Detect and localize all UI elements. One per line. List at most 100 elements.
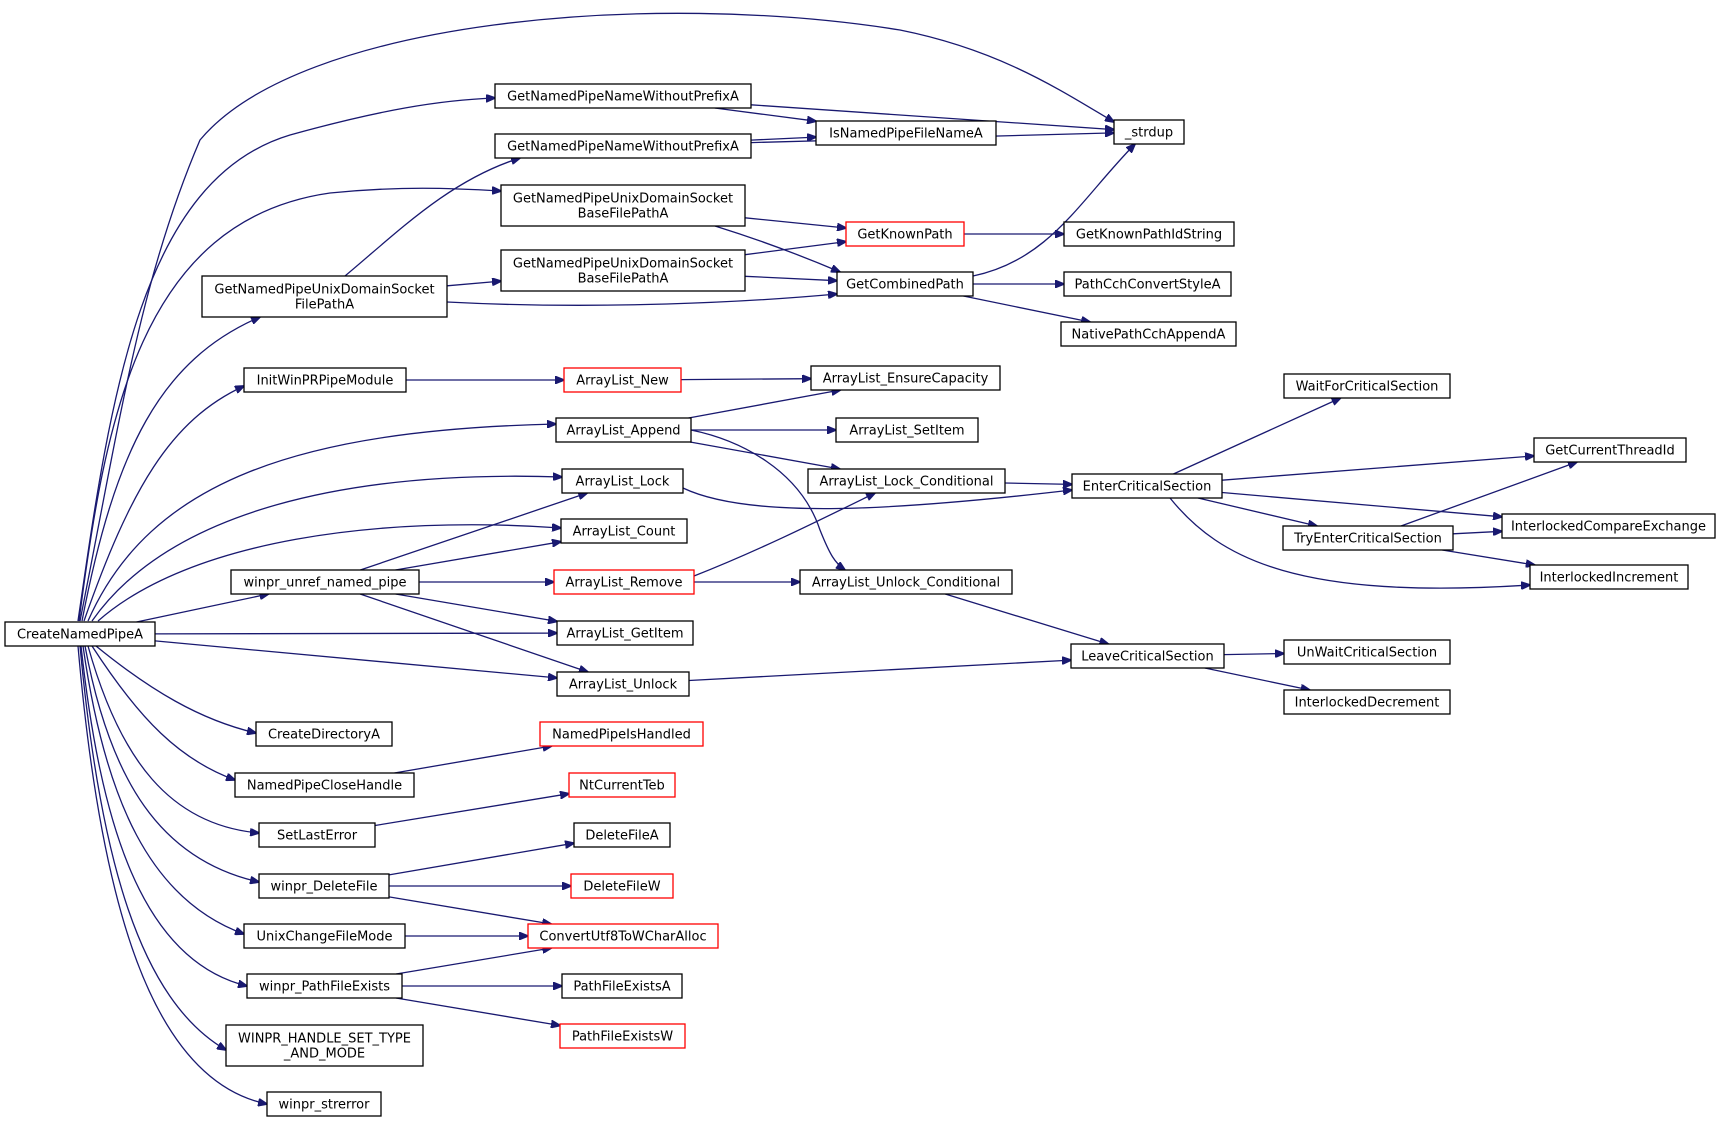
- node-box[interactable]: [556, 620, 694, 646]
- node-alset[interactable]: ArrayList_SetItem: [835, 417, 979, 443]
- node-pccs[interactable]: PathCchConvertStyleA: [1063, 271, 1232, 297]
- node-iinc[interactable]: InterlockedIncrement: [1529, 564, 1689, 590]
- node-enter[interactable]: EnterCriticalSection: [1071, 473, 1223, 499]
- node-alunlock[interactable]: ArrayList_Unlock: [556, 671, 690, 697]
- node-ntct[interactable]: NtCurrentTeb: [568, 772, 676, 798]
- node-allock[interactable]: ArrayList_Lock: [561, 468, 684, 494]
- node-box[interactable]: [1063, 271, 1232, 297]
- node-alapp[interactable]: ArrayList_Append: [555, 417, 692, 443]
- node-algetitem[interactable]: ArrayList_GetItem: [556, 620, 694, 646]
- node-box[interactable]: [799, 569, 1013, 595]
- node-box[interactable]: [255, 721, 393, 747]
- node-gnpnwp1[interactable]: GetNamedPipeNameWithoutPrefixA: [494, 83, 752, 109]
- node-createdir[interactable]: CreateDirectoryA: [255, 721, 393, 747]
- node-leave[interactable]: LeaveCriticalSection: [1070, 643, 1225, 669]
- node-box[interactable]: [243, 367, 407, 393]
- node-box[interactable]: [201, 275, 448, 318]
- node-box[interactable]: [1063, 221, 1235, 247]
- node-box[interactable]: [1282, 525, 1454, 551]
- node-alens[interactable]: ArrayList_EnsureCapacity: [810, 365, 1001, 391]
- node-alunlockc[interactable]: ArrayList_Unlock_Conditional: [799, 569, 1013, 595]
- node-unref[interactable]: winpr_unref_named_pipe: [230, 569, 420, 595]
- node-alremove[interactable]: ArrayList_Remove: [553, 569, 695, 595]
- node-box[interactable]: [1060, 321, 1237, 347]
- node-box[interactable]: [561, 973, 683, 999]
- node-whst[interactable]: WINPR_HANDLE_SET_TYPE_AND_MODE: [225, 1024, 424, 1067]
- node-pfew[interactable]: PathFileExistsW: [559, 1023, 686, 1049]
- node-box[interactable]: [4, 621, 156, 647]
- node-create[interactable]: CreateNamedPipeA: [4, 621, 156, 647]
- node-box[interactable]: [553, 569, 695, 595]
- node-gnpudsb1[interactable]: GetNamedPipeUnixDomainSocketBaseFilePath…: [500, 184, 746, 227]
- node-box[interactable]: [1070, 643, 1225, 669]
- node-box[interactable]: [1283, 639, 1451, 665]
- node-wdelfile[interactable]: winpr_DeleteFile: [258, 873, 390, 899]
- node-box[interactable]: [835, 417, 979, 443]
- node-box[interactable]: [234, 772, 415, 798]
- node-box[interactable]: [815, 120, 997, 146]
- node-gkpid[interactable]: GetKnownPathIdString: [1063, 221, 1235, 247]
- node-pfea[interactable]: PathFileExistsA: [561, 973, 683, 999]
- node-gkp[interactable]: GetKnownPath: [845, 221, 965, 247]
- node-wpfe[interactable]: winpr_PathFileExists: [246, 973, 403, 999]
- node-box[interactable]: [1071, 473, 1223, 499]
- node-npca[interactable]: NativePathCchAppendA: [1060, 321, 1237, 347]
- node-box[interactable]: [243, 923, 406, 949]
- node-box[interactable]: [1113, 119, 1185, 145]
- node-box[interactable]: [561, 468, 684, 494]
- node-waitcs[interactable]: WaitForCriticalSection: [1283, 373, 1451, 399]
- node-isnp[interactable]: IsNamedPipeFileNameA: [815, 120, 997, 146]
- node-delfilew[interactable]: DeleteFileW: [570, 873, 674, 899]
- node-box[interactable]: [568, 772, 676, 798]
- node-box[interactable]: [494, 83, 752, 109]
- node-box[interactable]: [563, 367, 682, 393]
- node-ice[interactable]: InterlockedCompareExchange: [1501, 513, 1716, 539]
- node-box[interactable]: [845, 221, 965, 247]
- node-box[interactable]: [559, 1023, 686, 1049]
- node-box[interactable]: [266, 1091, 382, 1117]
- node-strdup[interactable]: _strdup: [1113, 119, 1185, 145]
- node-box[interactable]: [1283, 373, 1451, 399]
- node-box[interactable]: [555, 417, 692, 443]
- node-tryenter[interactable]: TryEnterCriticalSection: [1282, 525, 1454, 551]
- node-box[interactable]: [570, 873, 674, 899]
- node-gnpnwp2[interactable]: GetNamedPipeNameWithoutPrefixA: [494, 133, 752, 159]
- node-alcount[interactable]: ArrayList_Count: [560, 518, 688, 544]
- node-box[interactable]: [573, 822, 671, 848]
- node-box[interactable]: [807, 468, 1006, 494]
- node-box[interactable]: [556, 671, 690, 697]
- node-box[interactable]: [539, 721, 704, 747]
- node-box[interactable]: [230, 569, 420, 595]
- node-box[interactable]: [258, 873, 390, 899]
- node-box[interactable]: [1501, 513, 1716, 539]
- node-gnpudsb2[interactable]: GetNamedPipeUnixDomainSocketBaseFilePath…: [500, 249, 746, 292]
- node-idec[interactable]: InterlockedDecrement: [1283, 689, 1451, 715]
- node-conv[interactable]: ConvertUtf8ToWCharAlloc: [527, 923, 719, 949]
- node-box[interactable]: [500, 249, 746, 292]
- node-alnew[interactable]: ArrayList_New: [563, 367, 682, 393]
- node-unwait[interactable]: UnWaitCriticalSection: [1283, 639, 1451, 665]
- node-box[interactable]: [1533, 437, 1687, 463]
- node-box[interactable]: [560, 518, 688, 544]
- node-setlast[interactable]: SetLastError: [258, 822, 376, 848]
- node-npch[interactable]: NamedPipeCloseHandle: [234, 772, 415, 798]
- node-box[interactable]: [527, 923, 719, 949]
- node-box[interactable]: [246, 973, 403, 999]
- node-box[interactable]: [810, 365, 1001, 391]
- node-gctid[interactable]: GetCurrentThreadId: [1533, 437, 1687, 463]
- node-box[interactable]: [500, 184, 746, 227]
- node-box[interactable]: [258, 822, 376, 848]
- node-box[interactable]: [1283, 689, 1451, 715]
- node-box[interactable]: [1529, 564, 1689, 590]
- node-box[interactable]: [836, 271, 974, 297]
- node-ucfm[interactable]: UnixChangeFileMode: [243, 923, 406, 949]
- node-box[interactable]: [225, 1024, 424, 1067]
- node-delfilea[interactable]: DeleteFileA: [573, 822, 671, 848]
- node-npih[interactable]: NamedPipeIsHandled: [539, 721, 704, 747]
- node-wstrerr[interactable]: winpr_strerror: [266, 1091, 382, 1117]
- node-allockc[interactable]: ArrayList_Lock_Conditional: [807, 468, 1006, 494]
- node-initwin[interactable]: InitWinPRPipeModule: [243, 367, 407, 393]
- node-box[interactable]: [494, 133, 752, 159]
- node-gcp[interactable]: GetCombinedPath: [836, 271, 974, 297]
